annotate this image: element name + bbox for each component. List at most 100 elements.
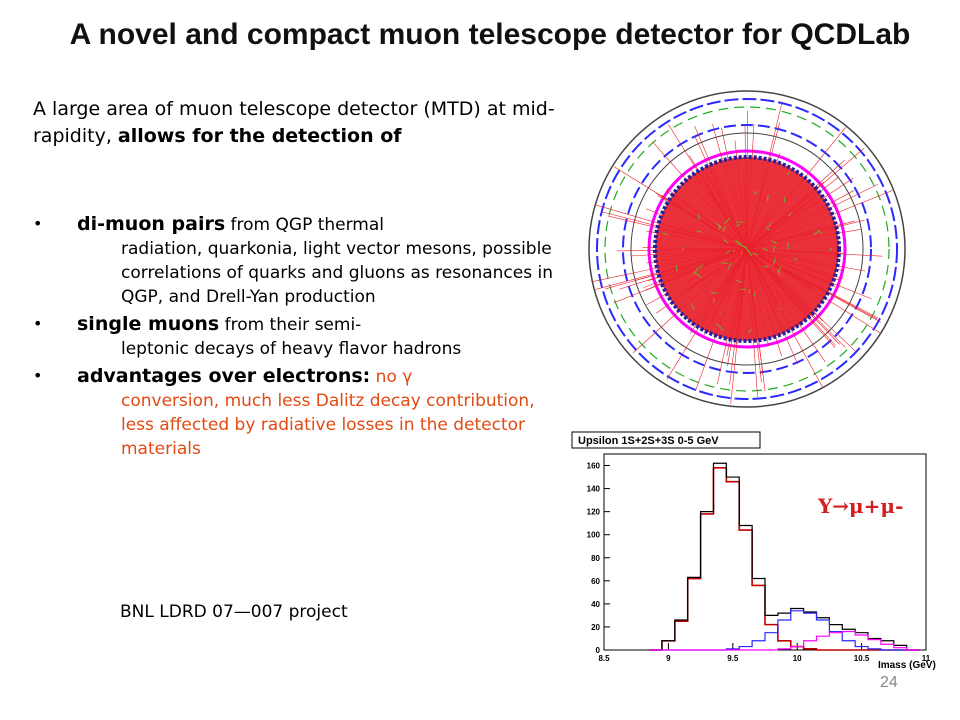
bullet-adv-text: no γ: [370, 367, 413, 387]
green-track: [771, 240, 778, 244]
intro-emphasis: allows for the detection of: [117, 125, 402, 147]
green-track: [720, 262, 728, 264]
green-track: [778, 271, 781, 276]
green-track: [767, 194, 769, 202]
bullet-dot: •: [33, 314, 43, 333]
x-tick-label: 9.5: [727, 654, 739, 663]
green-track: [694, 272, 702, 279]
detector-rings: [588, 90, 906, 408]
x-tick-label: 11: [922, 654, 931, 663]
green-track: [692, 268, 698, 275]
histogram-title: Upsilon 1S+2S+3S 0-5 GeV: [578, 435, 719, 447]
inner-ring: [653, 155, 841, 343]
green-track: [662, 232, 669, 236]
bullet-dimuon-lead: di-muon pairs: [77, 213, 226, 235]
green-track: [711, 292, 717, 294]
green-track: [722, 225, 726, 233]
y-tick-label: 140: [587, 485, 601, 494]
intro-paragraph: A large area of muon telescope detector …: [33, 96, 573, 150]
green-track: [747, 249, 752, 256]
y-tick-label: 40: [591, 600, 600, 609]
bullet-dot: •: [33, 214, 43, 233]
y-tick-label: 20: [591, 623, 600, 632]
green-track: [690, 303, 695, 310]
y-tick-label: 80: [591, 554, 600, 563]
histogram-series-3: [649, 630, 920, 651]
green-track: [718, 224, 720, 230]
page-title: A novel and compact muon telescope detec…: [69, 18, 911, 51]
green-track: [735, 224, 740, 228]
green-track: [752, 252, 758, 256]
green-track: [727, 262, 732, 269]
green-track: [748, 289, 751, 294]
green-track: [813, 230, 820, 235]
x-axis-label: Imass (GeV): [878, 660, 936, 671]
green-track: [786, 171, 791, 176]
y-tick-label: 160: [587, 462, 601, 471]
green-track: [753, 190, 759, 195]
green-track: [747, 329, 753, 333]
green-track: [736, 279, 743, 284]
green-track: [696, 264, 704, 270]
bullet-single-muons: • single muons from their semi- leptonic…: [33, 312, 563, 361]
y-axis: 0 20 40 60 80 100 120 140 160: [587, 462, 610, 655]
green-track: [712, 298, 715, 303]
green-track: [779, 308, 781, 310]
green-track: [715, 222, 723, 229]
green-hits: [662, 171, 833, 333]
bullet-advantages: • advantages over electrons: no γ conver…: [33, 364, 563, 461]
bullet-dimuon: • di-muon pairs from QGP thermal radiati…: [33, 212, 563, 309]
y-tick-label: 100: [587, 531, 601, 540]
histogram-title-box: [571, 431, 761, 449]
green-track: [736, 241, 740, 246]
green-track: [723, 239, 729, 244]
histogram-series-2: [649, 610, 920, 651]
green-track: [762, 265, 769, 268]
bullet-adv-lead: advantages over electrons:: [77, 365, 371, 387]
project-label: BNL LDRD 07—007 project: [120, 602, 348, 622]
bullet-single-cont: leptonic decays of heavy flavor hadrons: [121, 339, 462, 359]
invariant-mass-histogram: Upsilon 1S+2S+3S 0-5 GeV 0 20 40 60 80 100 120…: [571, 431, 936, 671]
histogram-series-1: [649, 462, 920, 651]
intro-text: A large area of muon telescope detector …: [33, 98, 555, 147]
bullet-dimuon-cont: radiation, quarkonia, light vector meson…: [121, 239, 553, 307]
page-number: 24: [880, 674, 898, 691]
x-tick-label: 10: [793, 654, 802, 663]
green-track: [675, 265, 678, 272]
green-track: [725, 249, 731, 254]
x-tick-label: 10.5: [854, 654, 870, 663]
green-track: [682, 246, 685, 251]
green-track: [744, 246, 748, 250]
bullet-single-text: from their semi-: [219, 315, 362, 335]
green-track: [783, 196, 786, 203]
green-track: [817, 229, 822, 235]
green-track: [716, 323, 724, 331]
green-track: [724, 217, 730, 225]
bullet-dot: •: [33, 366, 43, 385]
y-tick-label: 0: [596, 646, 601, 655]
x-tick-label: 9: [666, 654, 671, 663]
green-track: [829, 247, 833, 252]
green-track: [753, 291, 756, 297]
bullet-list: • di-muon pairs from QGP thermal radiati…: [33, 212, 563, 464]
bullet-adv-cont: conversion, much less Dalitz decay contr…: [121, 391, 535, 459]
green-track: [768, 222, 772, 228]
y-tick-label: 120: [587, 508, 601, 517]
green-track: [772, 258, 776, 266]
green-track: [734, 240, 741, 244]
green-track: [696, 230, 702, 233]
green-track: [777, 266, 782, 273]
event-display-image: [588, 90, 906, 408]
bullet-single-lead: single muons: [77, 313, 220, 335]
green-track: [793, 257, 798, 261]
histogram-series: [649, 462, 920, 651]
green-track: [765, 226, 770, 231]
x-tick-label: 8.5: [598, 654, 610, 663]
y-tick-label: 60: [591, 577, 600, 586]
green-track: [762, 247, 768, 252]
green-track: [772, 245, 776, 253]
green-track: [788, 212, 792, 217]
green-track: [787, 242, 789, 250]
bullet-dimuon-text: from QGP thermal: [225, 215, 385, 235]
upsilon-annotation: Υ→μ+μ-: [818, 494, 904, 518]
